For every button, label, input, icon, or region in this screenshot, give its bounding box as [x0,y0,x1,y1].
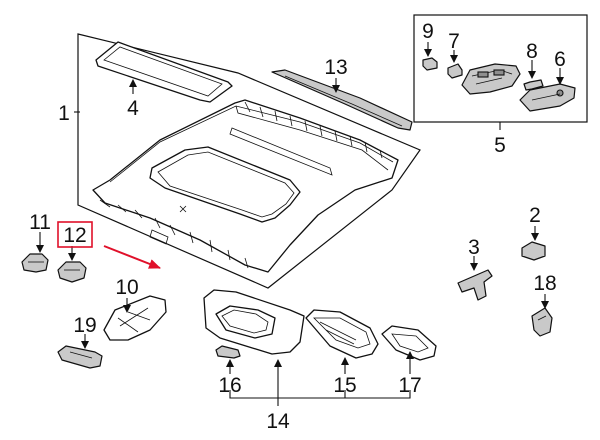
lamp-bulb [447,63,463,79]
clip-part-18 [531,307,553,337]
callout-8: 8 [526,40,538,63]
leader-lines [36,42,564,406]
clip-part-2 [521,241,546,261]
callout-17: 17 [398,374,421,397]
callout-5: 5 [494,134,506,157]
headliner-panel [92,99,399,273]
callout-4: 4 [127,97,139,120]
callout-11: 11 [29,211,51,234]
callout-7: 7 [448,30,460,53]
callout-9: 9 [422,20,434,43]
callout-18: 18 [533,272,556,295]
sun-visor [203,289,305,355]
highlight-arrow [103,245,161,269]
mirror-cover-part-17 [381,325,437,361]
highlight-box [57,221,93,248]
clip-part-19 [57,345,103,369]
callout-6: 6 [554,48,566,71]
roof-moulding-strip [271,69,413,131]
bracket-part-3 [457,269,493,301]
visor-holder-part-10 [103,295,167,341]
lamp-bulb-long [523,79,544,91]
visor-pivot-part-16 [215,345,241,359]
callout-10: 10 [115,276,138,299]
callout-3: 3 [468,236,480,259]
callout-14: 14 [266,410,290,433]
callout-15: 15 [333,374,356,397]
callout-13: 13 [324,56,347,79]
callout-12: 12 [63,224,86,247]
retainer-part-12 [57,261,87,283]
callout-19: 19 [73,314,96,337]
dome-lamp-housing [461,63,521,95]
headliner-group-frame [77,33,421,289]
sunroof-seal [95,41,233,103]
callout-2: 2 [529,204,541,227]
lamp-lens [519,83,576,112]
callout-16: 16 [218,374,241,397]
vanity-mirror-part-15 [305,309,379,359]
callout-1: 1 [58,102,70,125]
retainer-part-11 [21,253,49,273]
lamp-bulb-small [422,57,438,71]
